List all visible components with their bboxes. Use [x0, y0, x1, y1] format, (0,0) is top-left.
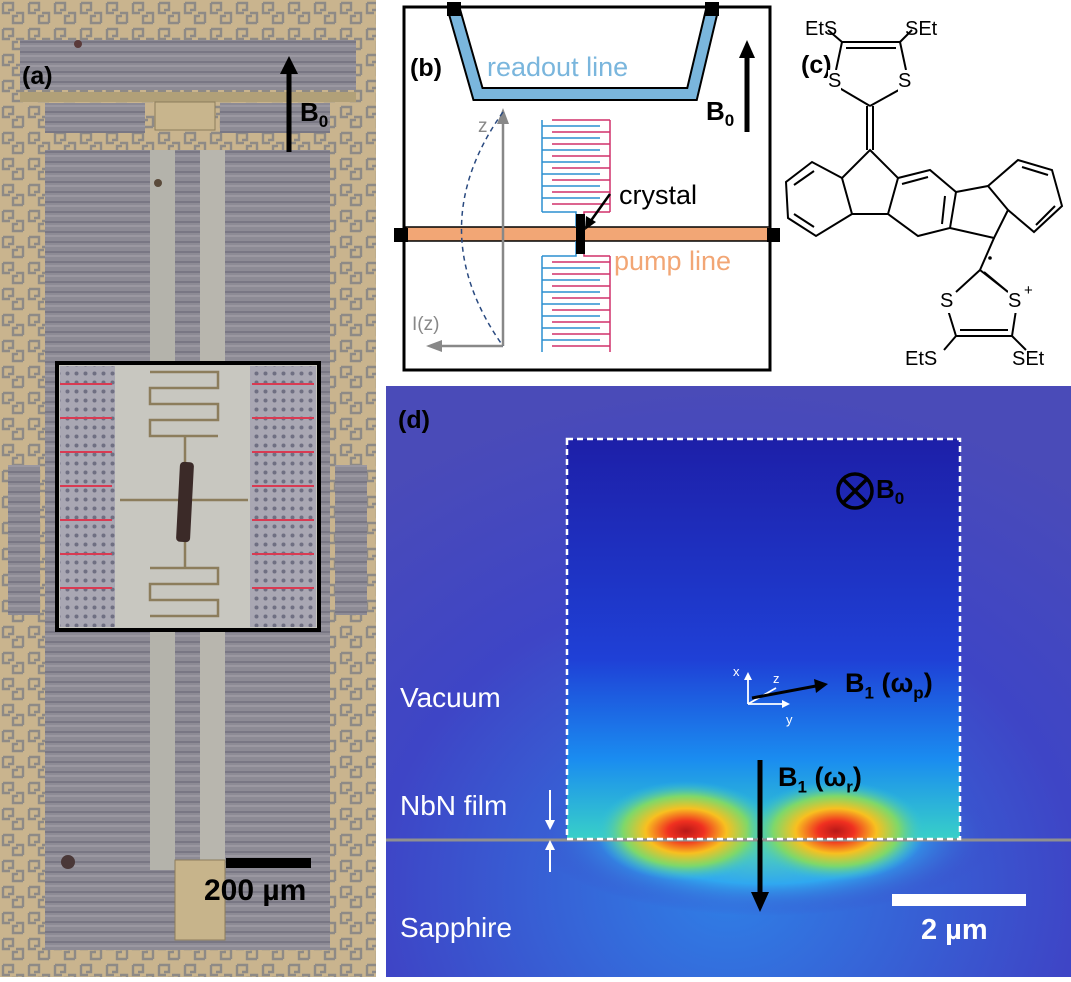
simulation-box — [565, 437, 962, 841]
b0-label-a: B0 — [300, 97, 329, 132]
b0-label-b: B0 — [706, 96, 735, 131]
z-axis-label: z — [478, 116, 488, 137]
s-bot-left: S — [940, 290, 954, 313]
panel-c-molecule: (c) EtS SEt S S S S + EtS SEt — [780, 0, 1071, 380]
cation-plus: + — [1024, 282, 1033, 299]
scalebar-label-a: 200 µm — [204, 874, 307, 907]
vacuum-label: Vacuum — [400, 682, 501, 713]
set-top-right: SEt — [905, 18, 938, 40]
scalebar-label-d: 2 µm — [921, 914, 988, 946]
panel-label-a: (a) — [22, 62, 53, 90]
sapphire-label: Sapphire — [400, 912, 513, 943]
b1p-label: B1 (ωp) — [845, 668, 933, 703]
scalebar-a — [226, 858, 311, 868]
crystal-label: crystal — [619, 180, 698, 210]
molecule-svg — [784, 29, 1064, 351]
panel-b-schematic: (b) readout line pump line crystal B0 z … — [380, 0, 781, 380]
schematic-svg — [394, 2, 781, 372]
axis-z-label: z — [773, 671, 780, 686]
panel-label-c: (c) — [801, 51, 832, 79]
current-label: I(z) — [412, 314, 440, 335]
panel-label-d: (d) — [398, 406, 430, 434]
readout-line-label: readout line — [487, 52, 629, 82]
s-top-left: S — [828, 70, 842, 93]
micrograph-svg — [0, 0, 376, 977]
axis-y-label: y — [786, 712, 793, 727]
s-bot-right: S — [1008, 290, 1022, 313]
set-bot-right: SEt — [1012, 348, 1045, 370]
b0-label-d: B0 — [876, 474, 905, 509]
readout-line — [449, 8, 717, 99]
panel-a-micrograph: (a) B0 200 µm — [0, 0, 376, 977]
panel-label-b: (b) — [410, 54, 442, 82]
ets-top-left: EtS — [805, 18, 838, 40]
scalebar-d — [892, 894, 1026, 906]
b1r-label: B1 (ωr) — [778, 762, 862, 797]
panel-d-simulation: (d) B0 Vacuum NbN film Sapphire B1 (ωp) … — [386, 386, 1071, 977]
pump-line-label: pump line — [614, 246, 732, 276]
nbn-film-label: NbN film — [400, 790, 508, 821]
current-profile — [460, 111, 504, 347]
b0-into-page-icon — [836, 472, 874, 510]
axis-x-label: x — [733, 664, 740, 679]
pump-line — [405, 226, 771, 242]
simulation-svg — [386, 386, 1071, 977]
crystal-mark — [576, 214, 585, 254]
ets-bot-left: EtS — [905, 348, 938, 370]
s-top-right: S — [898, 70, 912, 93]
b1p-arrow — [751, 684, 817, 700]
